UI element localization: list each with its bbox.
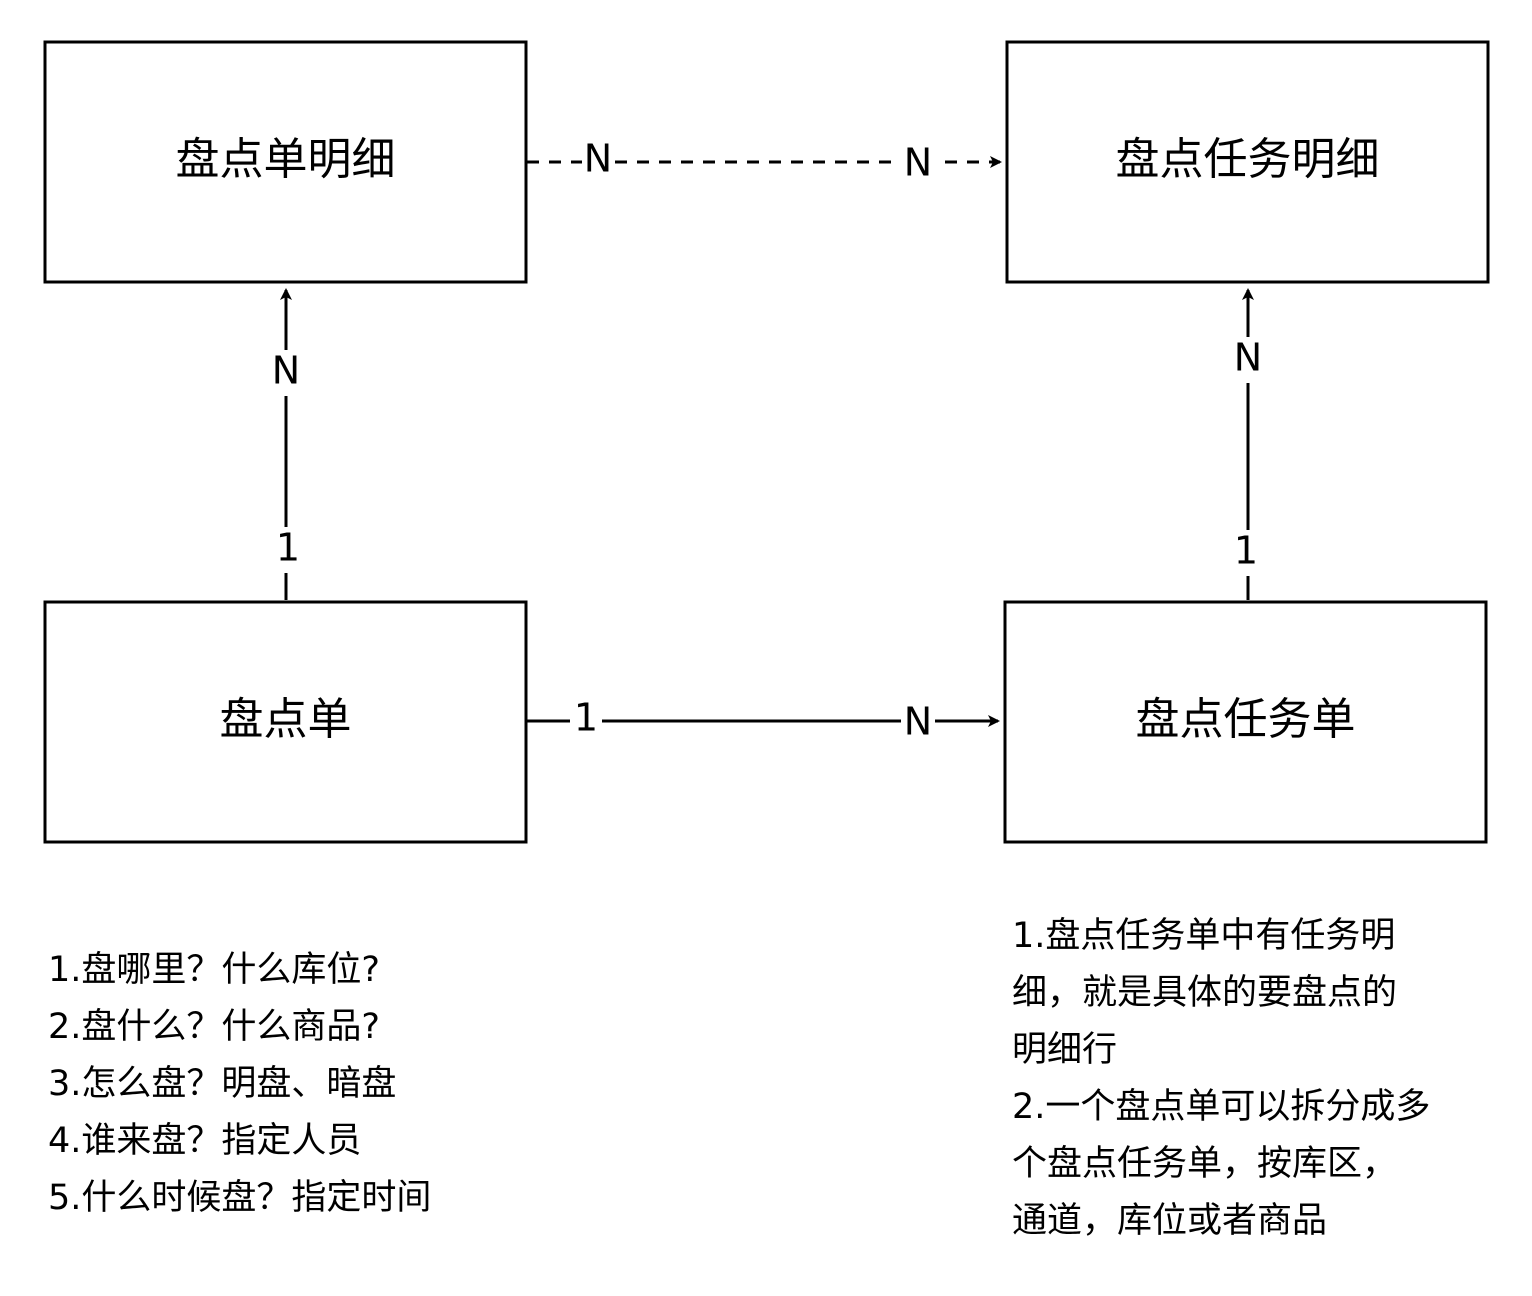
card-label-to: N xyxy=(904,700,932,744)
note-line: 1.盘哪里？什么库位? xyxy=(48,950,380,990)
edge-detail-to-task-detail[interactable]: N N xyxy=(527,137,1002,187)
card-bg xyxy=(582,140,614,182)
note-line: 2.一个盘点单可以拆分成多 xyxy=(1012,1087,1431,1127)
card-bg xyxy=(272,527,304,573)
edge-order-to-detail[interactable]: N 1 xyxy=(268,288,304,600)
edge-order-to-task[interactable]: 1 N xyxy=(527,696,1000,746)
note-line: 2.盘什么？什么商品? xyxy=(48,1007,380,1047)
card-label-from: N xyxy=(584,137,612,181)
card-bg xyxy=(901,703,935,745)
note-line: 3.怎么盘？明盘、暗盘 xyxy=(48,1064,397,1104)
entity-task-order[interactable]: 盘点任务单 xyxy=(1003,600,1488,844)
entity-order-detail[interactable]: 盘点单明细 xyxy=(43,40,528,284)
note-line: 明细行 xyxy=(1012,1030,1118,1070)
note-line: 个盘点任务单，按库区， xyxy=(1012,1144,1398,1184)
entity-task-detail[interactable]: 盘点任务明细 xyxy=(1005,40,1490,284)
card-label-to: N xyxy=(1234,336,1262,380)
card-label-from: 1 xyxy=(276,526,300,570)
card-label-to: N xyxy=(904,141,932,185)
note-line: 细，就是具体的要盘点的 xyxy=(1012,973,1398,1013)
notes-right: 1.盘点任务单中有任务明 细，就是具体的要盘点的 明细行 2.一个盘点单可以拆分… xyxy=(1012,908,1430,1250)
card-bg xyxy=(570,699,602,741)
entity-order-detail-label: 盘点单明细 xyxy=(176,134,396,185)
note-line: 5.什么时候盘？指定时间 xyxy=(48,1178,432,1218)
note-line: 4.谁来盘？指定人员 xyxy=(48,1121,362,1161)
note-line: 1.盘点任务单中有任务明 xyxy=(1012,916,1396,956)
entity-task-order-label: 盘点任务单 xyxy=(1136,694,1356,745)
card-bg xyxy=(1230,337,1266,383)
card-label-to: N xyxy=(272,349,300,393)
card-bg xyxy=(268,350,304,396)
entity-order-label: 盘点单 xyxy=(220,694,352,745)
notes-left: 1.盘哪里？什么库位? 2.盘什么？什么商品? 3.怎么盘？明盘、暗盘 4.谁来… xyxy=(48,942,431,1227)
card-label-from: 1 xyxy=(1234,529,1258,573)
entity-task-detail-label: 盘点任务明细 xyxy=(1116,134,1380,185)
card-bg xyxy=(901,144,935,186)
card-bg xyxy=(1230,530,1262,576)
card-label-from: 1 xyxy=(574,696,598,740)
note-line: 通道，库位或者商品 xyxy=(1012,1201,1328,1241)
entity-order[interactable]: 盘点单 xyxy=(43,600,528,844)
edge-task-to-task-detail[interactable]: N 1 xyxy=(1230,288,1266,600)
